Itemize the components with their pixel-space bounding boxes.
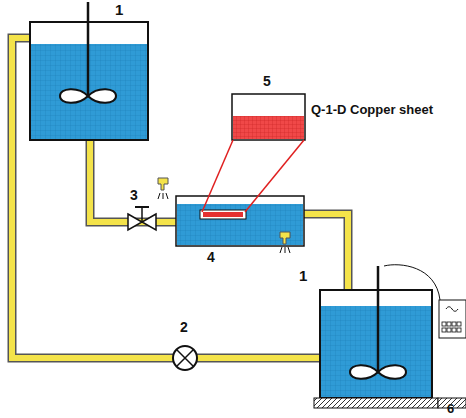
- callout-number: 3: [130, 188, 138, 203]
- callout-number: 1: [299, 268, 307, 285]
- callout-number: 1: [115, 2, 123, 19]
- callout-number: 6: [447, 402, 454, 416]
- callout-number: 2: [180, 320, 188, 335]
- part-label: Q-1-D Copper sheet: [311, 103, 433, 117]
- callout-number: 5: [263, 74, 271, 89]
- callout-number: 4: [207, 250, 215, 265]
